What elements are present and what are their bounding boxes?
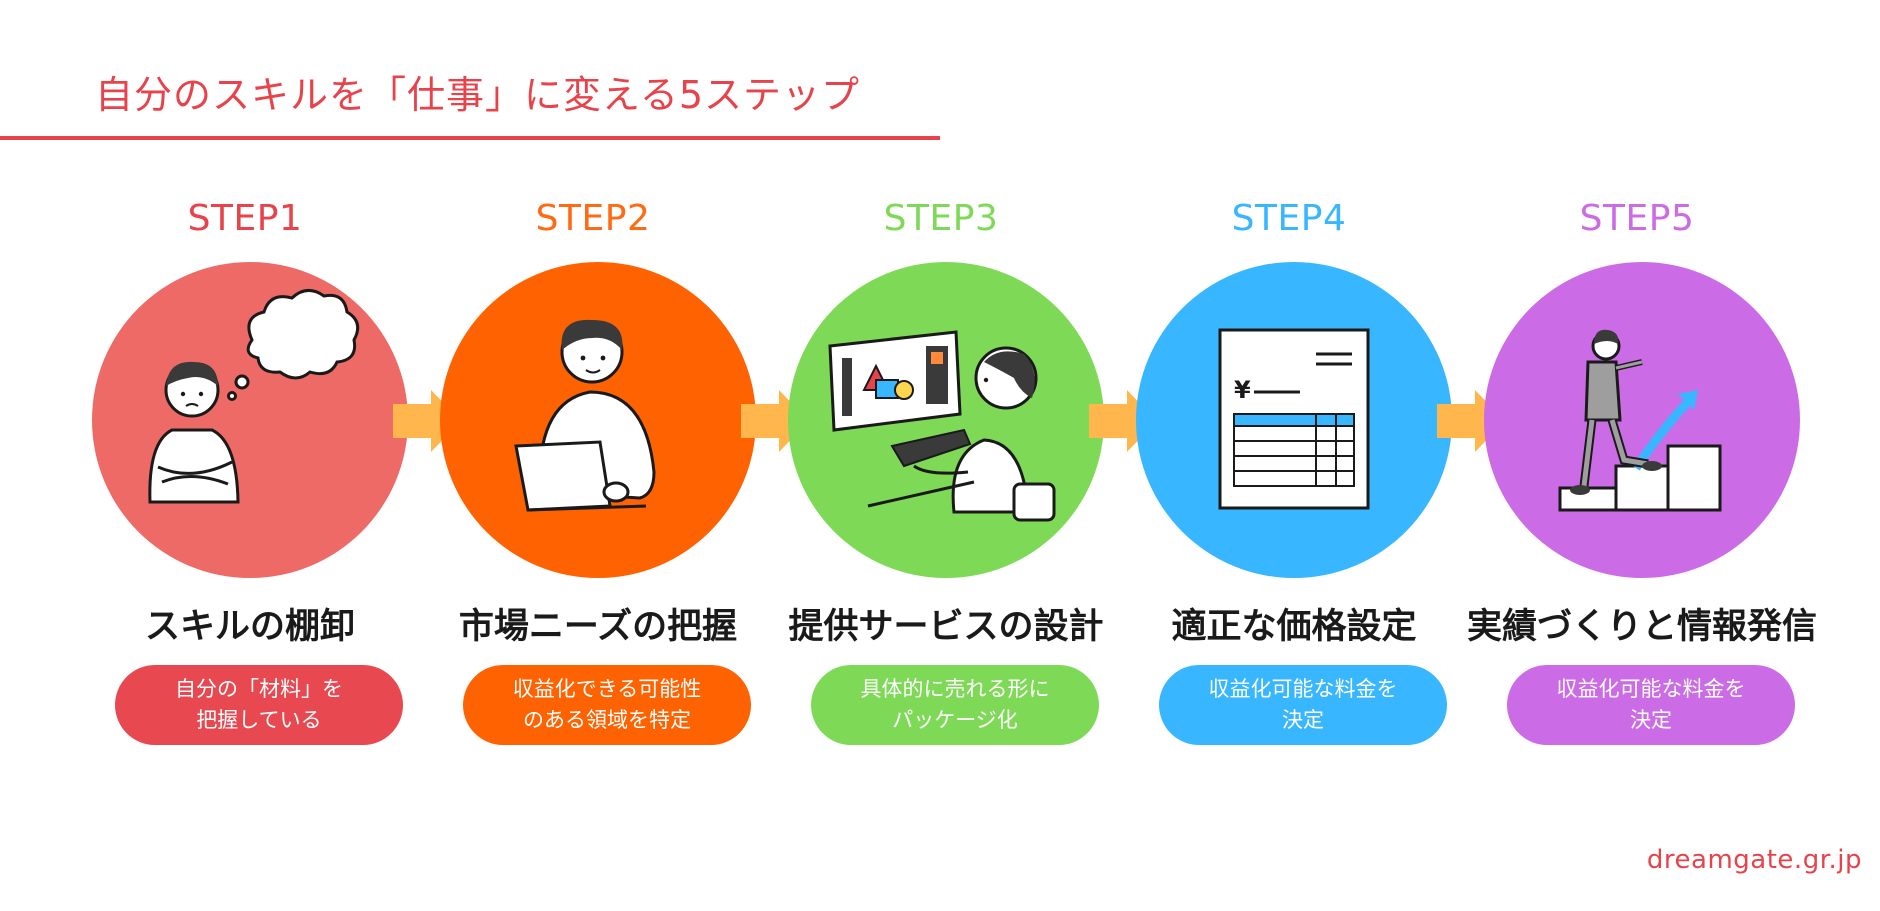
step-1: STEP1 スキルの棚卸 自分の「材料」を 把握している bbox=[80, 0, 410, 760]
step-description: 自分の「材料」を 把握している bbox=[115, 665, 403, 745]
step-heading: 提供サービスの設計 bbox=[788, 607, 1104, 647]
description-line-2: 決定 bbox=[1630, 708, 1672, 732]
step-description: 収益化可能な料金を 決定 bbox=[1507, 665, 1795, 745]
step-description: 収益化できる可能性 のある領域を特定 bbox=[463, 665, 751, 745]
step-heading: 実績づくりと情報発信 bbox=[1466, 607, 1817, 647]
description-line-1: 収益化可能な料金を bbox=[1208, 677, 1398, 701]
step-circle bbox=[1484, 262, 1800, 578]
step-circle bbox=[92, 262, 408, 578]
description-line-2: のある領域を特定 bbox=[523, 708, 691, 732]
step-label: STEP4 bbox=[1231, 198, 1347, 239]
description-line-1: 収益化できる可能性 bbox=[512, 677, 702, 701]
step-heading: 市場ニーズの把握 bbox=[458, 607, 738, 647]
site-domain: dreamgate.gr.jp bbox=[1646, 845, 1862, 875]
description-line-2: パッケージ化 bbox=[892, 708, 1018, 732]
title-underline bbox=[0, 136, 940, 140]
step-label: STEP2 bbox=[535, 198, 651, 239]
designer-tablet-icon bbox=[828, 330, 1056, 522]
step-3: STEP3 提供サービスの設計 具体的に売れる形に パッケージ化 bbox=[776, 0, 1106, 760]
description-line-2: 把握している bbox=[196, 708, 322, 732]
description-line-1: 自分の「材料」を bbox=[175, 677, 343, 701]
description-line-1: 収益化可能な料金を bbox=[1556, 677, 1746, 701]
step-description: 収益化可能な料金を 決定 bbox=[1159, 665, 1447, 745]
description-line-1: 具体的に売れる形に bbox=[860, 677, 1050, 701]
step-label: STEP1 bbox=[187, 198, 303, 239]
svg-text:¥: ¥ bbox=[1234, 376, 1251, 404]
thinking-person-icon bbox=[148, 289, 360, 504]
yen-price-sheet-icon: ¥ bbox=[1218, 328, 1370, 510]
step-circle bbox=[788, 262, 1104, 578]
step-heading: 適正な価格設定 bbox=[1171, 607, 1417, 647]
step-description: 具体的に売れる形に パッケージ化 bbox=[811, 665, 1099, 745]
step-2: STEP2 市場ニーズの把握 収益化できる可能性 のある領域を特定 bbox=[428, 0, 758, 760]
step-4: STEP4 ¥ 適正な価格設定 収益化可能な料金を 決定 bbox=[1124, 0, 1454, 760]
step-5: STEP5 実績づくりと情報発信 収益化可能な料金を 決定 bbox=[1467, 0, 1817, 760]
step-circle bbox=[440, 262, 756, 578]
step-heading: スキルの棚卸 bbox=[144, 607, 355, 647]
page-title: 自分のスキルを「仕事」に変える5ステップ bbox=[95, 73, 861, 117]
step-circle: ¥ bbox=[1136, 262, 1452, 578]
step-label: STEP3 bbox=[883, 198, 999, 239]
laptop-person-icon bbox=[514, 319, 656, 512]
step-label: STEP5 bbox=[1579, 198, 1695, 239]
description-line-2: 決定 bbox=[1282, 708, 1324, 732]
climbing-stairs-icon bbox=[1558, 329, 1722, 512]
